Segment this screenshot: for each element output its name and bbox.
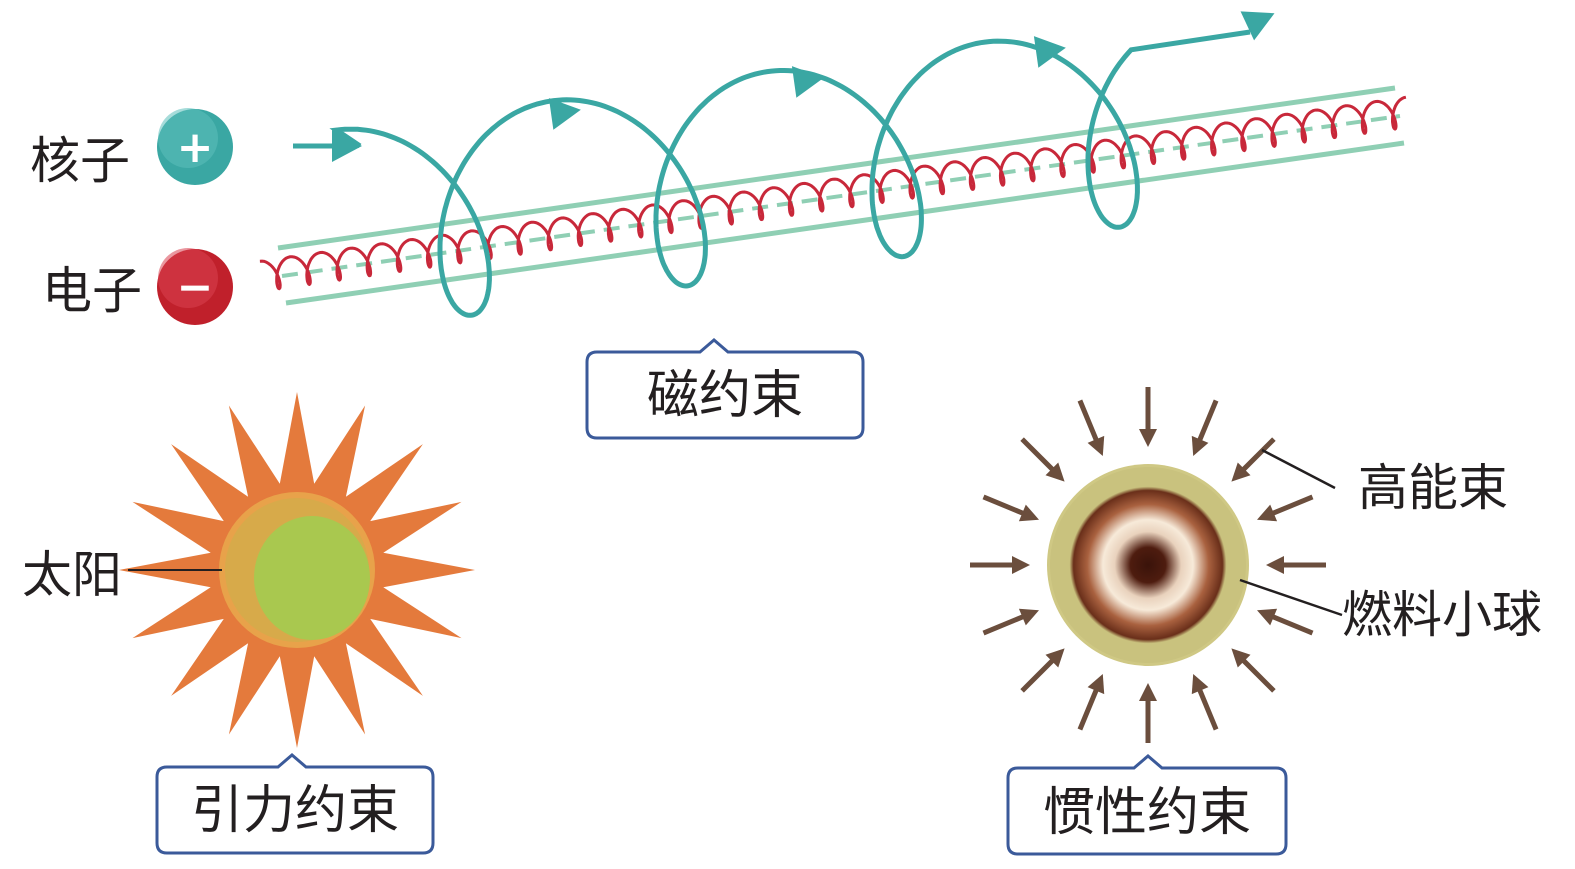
nucleon-trajectory-path (329, 29, 1251, 318)
nucleon-arrowhead-1 (548, 98, 581, 130)
magnetic-confinement-panel: 核子 + 电子 − 磁约束 (30, 11, 1407, 440)
nucleon-arrowhead-2 (791, 66, 824, 98)
high-energy-beam-label: 高能束 (1358, 459, 1508, 517)
beam-arrowhead-9 (1139, 683, 1157, 701)
beam-arrow-shaft-14 (982, 494, 1027, 517)
field-line-center (281, 114, 1401, 278)
gravitational-confinement-panel: 太阳 引力约束 (22, 392, 475, 855)
pellet-leader-line (1239, 578, 1343, 617)
plus-icon: + (177, 122, 214, 173)
nucleon-particle-highlight (158, 108, 218, 168)
beam-arrowhead-8 (1191, 674, 1209, 695)
fuel-pellet-label: 燃料小球 (1342, 586, 1542, 644)
electron-helix-path (259, 95, 1407, 291)
beam-arrowhead-4 (1257, 504, 1278, 522)
magnetic-confinement-label: 磁约束 (647, 366, 803, 426)
beam-arrowhead-16 (1087, 435, 1105, 456)
nucleon-arrowhead-4 (1240, 11, 1275, 41)
beam-arrow-shaft-3 (1239, 437, 1276, 474)
sun-core (254, 516, 370, 640)
beam-arrowhead-12 (1018, 608, 1039, 626)
beam-arrow-shaft-10 (1077, 686, 1100, 731)
inertial-confinement-panel: 高能束 燃料小球 惯性约束 (970, 387, 1542, 856)
minus-icon: − (177, 262, 214, 313)
beam-arrow-shaft-12 (982, 613, 1027, 636)
beam-arrowhead-5 (1266, 556, 1284, 574)
inertial-confinement-label: 惯性约束 (1043, 783, 1251, 843)
field-line-top (277, 85, 1396, 251)
beam-arrowhead-13 (1012, 556, 1030, 574)
inertial-confinement-box (1006, 754, 1288, 856)
electron-label: 电子 (42, 262, 142, 320)
nucleon-label: 核子 (30, 132, 130, 190)
beam-leader-line (1261, 448, 1336, 490)
beam-arrow-shaft-6 (1269, 613, 1314, 636)
beam-arrow-shaft-4 (1269, 494, 1314, 517)
beam-arrow-shaft-8 (1196, 686, 1219, 731)
beam-arrowhead-14 (1018, 504, 1039, 522)
gravitational-confinement-label: 引力约束 (191, 781, 399, 841)
beam-arrow-shaft-7 (1239, 656, 1276, 693)
magnetic-confinement-box (585, 338, 865, 440)
gravitational-confinement-box (155, 753, 435, 855)
beam-arrow-shaft-11 (1020, 656, 1057, 693)
beam-arrowhead-10 (1087, 674, 1105, 695)
beam-arrow-shaft-16 (1077, 399, 1100, 444)
beam-arrowhead-2 (1191, 435, 1209, 456)
beam-arrowhead-1 (1139, 429, 1157, 447)
nucleon-arrowhead-3 (1033, 36, 1066, 68)
sun-label: 太阳 (22, 546, 122, 604)
nucleon-incoming-arrowhead (332, 130, 362, 162)
beam-arrow-shaft-2 (1196, 399, 1219, 444)
beam-arrowhead-6 (1257, 608, 1278, 626)
field-line-bottom (285, 140, 1405, 306)
electron-particle-highlight (158, 248, 218, 308)
fuel-pellet (1050, 467, 1246, 663)
beam-arrow-shaft-15 (1020, 437, 1057, 474)
nucleon-direction-arrows (548, 11, 1275, 130)
